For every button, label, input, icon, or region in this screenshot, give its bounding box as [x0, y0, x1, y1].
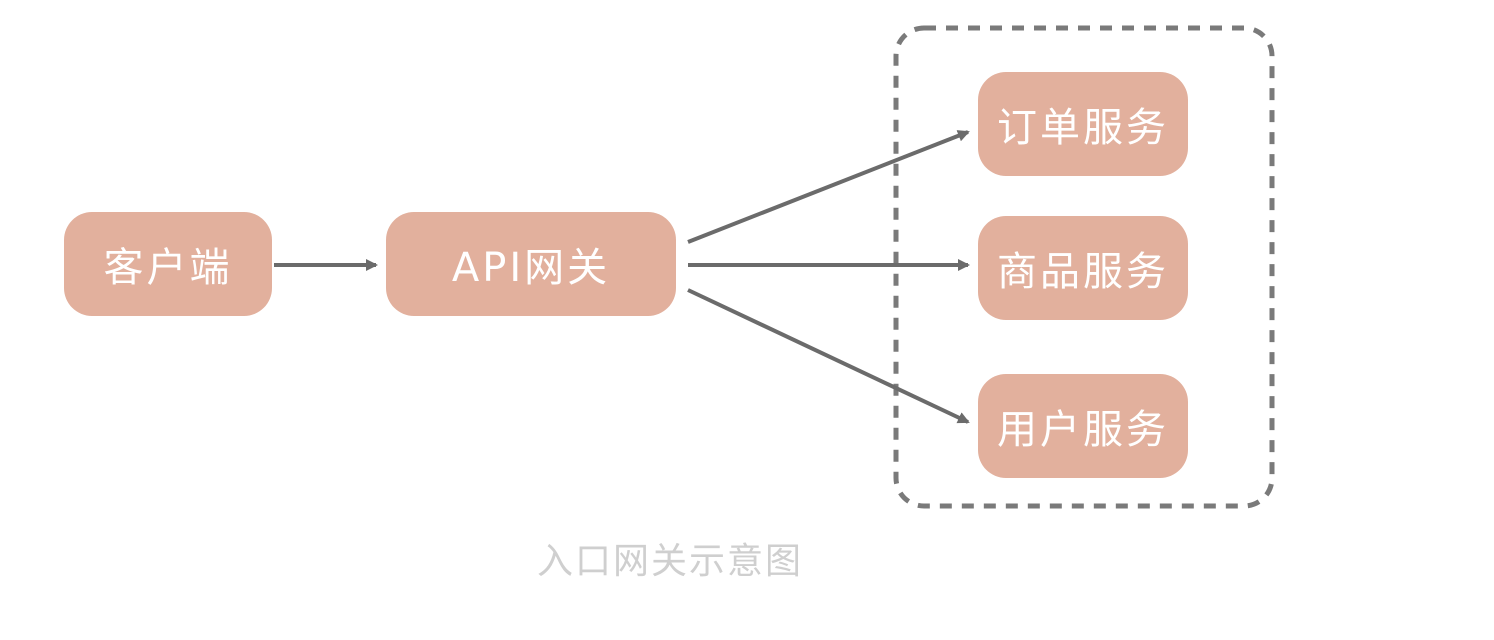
- order-service-node-label: 订单服务: [997, 105, 1169, 151]
- services-group-boundary: [893, 25, 1275, 509]
- product-service-node-label: 商品服务: [997, 249, 1169, 295]
- user-service-node: 用户服务: [978, 374, 1188, 478]
- arrow-gateway-to-order-service: [687, 130, 970, 244]
- client-node-label: 客户端: [103, 245, 233, 291]
- api-gateway-node: API网关: [386, 212, 676, 316]
- product-service-node: 商品服务: [978, 216, 1188, 320]
- diagram-caption: 入口网关示意图: [536, 541, 803, 582]
- client-node: 客户端: [64, 212, 272, 316]
- order-service-node: 订单服务: [978, 72, 1188, 176]
- arrow-gateway-to-user-service: [687, 288, 970, 424]
- api-gateway-node-label: API网关: [451, 245, 611, 291]
- user-service-node-label: 用户服务: [997, 407, 1169, 453]
